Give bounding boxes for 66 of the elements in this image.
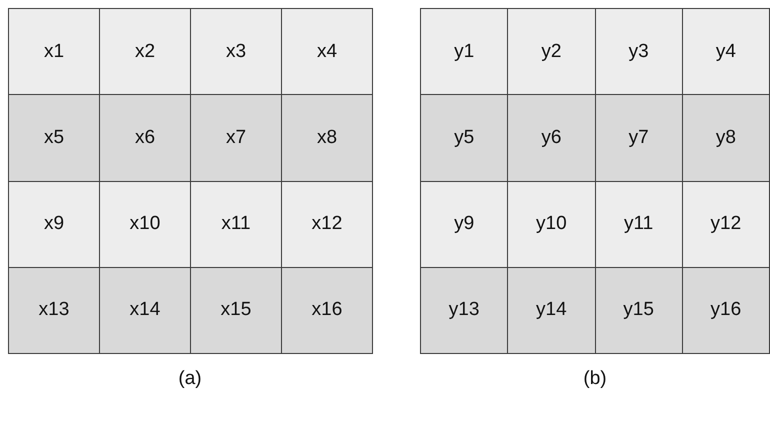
grid-cell [682,8,770,96]
panel-label: (a) [178,368,202,390]
cell-label: x14 [130,299,160,322]
cell-label: y7 [628,126,649,149]
grid-cell [99,180,191,268]
cell-label: y14 [536,299,567,322]
grid-cell [682,180,770,268]
cell-label: y10 [536,213,567,236]
cell-label: x2 [134,40,156,63]
cell-label: y4 [716,40,736,63]
cell-label: x11 [221,213,251,236]
grid-cell [420,180,508,268]
cell-label: x16 [312,299,342,322]
grid-cell [507,180,596,268]
grid-cell [99,266,191,354]
cell-label: x6 [134,126,156,149]
cell-label: x10 [130,213,160,236]
cell-label: y12 [710,213,742,236]
cell-label: x12 [312,213,342,236]
grid-cell [420,94,508,182]
grid-cell [190,94,282,182]
cell-label: y6 [541,126,562,149]
cell-label: y11 [624,213,654,236]
grid-cell [190,8,282,96]
cell-label: y2 [541,40,562,63]
cell-label: y9 [454,213,474,236]
cell-label: y16 [710,299,742,322]
cell-label: y8 [716,126,736,149]
grid-cell [594,94,683,182]
grid-cell [8,266,100,354]
grid-cell [281,266,373,354]
grid-cell [594,180,683,268]
grid-cell [8,180,100,268]
panel-label: (b) [583,368,607,390]
cell-label: x7 [226,126,246,149]
grid-cell [99,94,191,182]
cell-label: y15 [623,299,654,322]
grid-cell [281,8,373,96]
cell-label: y13 [448,299,480,322]
grid-cell [420,8,508,96]
cell-label: x13 [38,299,70,322]
grid-cell [99,8,191,96]
grid-cell [594,8,683,96]
grid-cell [420,266,508,354]
cell-label: x5 [44,126,64,149]
grid-cell [507,8,596,96]
grid-cell [281,94,373,182]
grid-cell [682,94,770,182]
cell-label: x4 [316,40,338,63]
cell-label: y3 [628,40,649,63]
cell-label: x8 [316,126,338,149]
grid-cell [190,266,282,354]
grid-cell [507,94,596,182]
cell-label: x3 [226,40,246,63]
cell-label: x15 [220,299,252,322]
grid-cell [190,180,282,268]
grid-cell [281,180,373,268]
cell-label: y1 [454,40,474,63]
grid-cell [8,8,100,96]
cell-label: x9 [44,213,64,236]
cell-label: x1 [44,40,64,63]
grid-cell [8,94,100,182]
grid-cell [682,266,770,354]
grid-cell [594,266,683,354]
grid-cell [507,266,596,354]
cell-label: y5 [454,126,474,149]
